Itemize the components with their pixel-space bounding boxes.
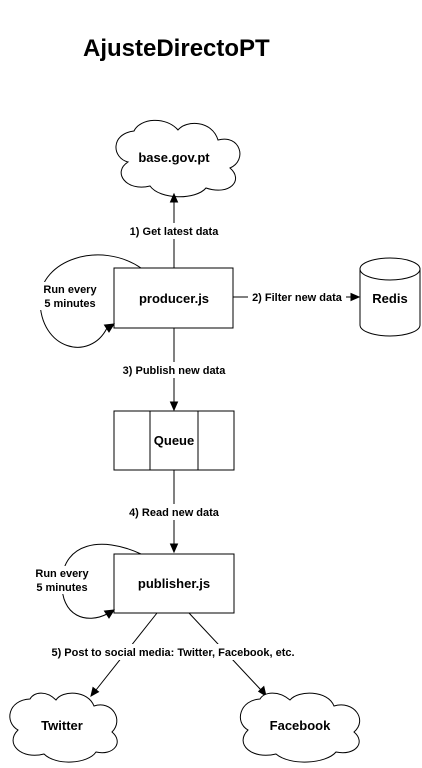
facebook-label: Facebook <box>270 718 331 733</box>
edge-label-bg <box>116 362 232 378</box>
edge-post-social: 5) Post to social media: Twitter, Facebo… <box>48 612 298 698</box>
cylinder-rim <box>359 268 421 281</box>
twitter-label: Twitter <box>41 718 83 733</box>
arrow-head <box>257 685 267 698</box>
edge-label-bg <box>122 504 226 520</box>
edge-filter-new: 2) Filter new data <box>233 289 361 305</box>
publisher-box <box>113 553 235 614</box>
cylinder-body <box>359 257 421 337</box>
arrow-head <box>350 292 361 302</box>
arrow-head <box>169 192 179 203</box>
arrow-head <box>103 609 115 619</box>
edge-label-bg <box>124 223 224 239</box>
producer-box <box>113 267 234 329</box>
cloud-shape <box>239 692 361 763</box>
cloud-shape <box>9 692 118 763</box>
producer-loop: Run every 5 minutes <box>26 254 142 348</box>
base-gov-cloud: base.gov.pt <box>115 119 241 198</box>
arrow-head <box>103 323 115 333</box>
loop-label-line-1: Run every <box>35 568 89 580</box>
redis-node: Redis <box>359 257 421 337</box>
queue-label: Queue <box>154 433 194 448</box>
loop-label-line-1: Run every <box>43 284 97 296</box>
base-gov-label: base.gov.pt <box>138 150 210 165</box>
publisher-loop: Run every 5 minutes <box>26 543 142 619</box>
edge-label-publish-new: 3) Publish new data <box>123 365 227 377</box>
redis-label: Redis <box>372 291 407 306</box>
loop-label-line-2: 5 minutes <box>44 298 95 310</box>
edge-label-post-social: 5) Post to social media: Twitter, Facebo… <box>51 647 294 659</box>
cloud-shape <box>115 119 241 198</box>
arrow-head <box>169 543 179 554</box>
edge-publish-new: 3) Publish new data <box>116 328 232 412</box>
edge-label-filter-new: 2) Filter new data <box>252 292 343 304</box>
edge-label-bg <box>248 289 346 305</box>
diagram-title: AjusteDirectoPT <box>83 35 270 62</box>
arrow-head <box>90 686 100 697</box>
edge-label-read-new: 4) Read new data <box>129 507 220 519</box>
queue-node: Queue <box>113 410 235 471</box>
facebook-cloud: Facebook <box>239 692 361 763</box>
edge-read-new: 4) Read new data <box>122 470 226 554</box>
edge-get-latest: 1) Get latest data <box>124 192 224 268</box>
loop-label-line-2: 5 minutes <box>36 582 87 594</box>
arrow-head <box>169 401 179 412</box>
publisher-label: publisher.js <box>138 576 210 591</box>
twitter-cloud: Twitter <box>9 692 118 763</box>
edge-label-bg <box>48 644 298 660</box>
queue-box <box>113 410 235 471</box>
producer-label: producer.js <box>139 291 209 306</box>
publisher-node: publisher.js <box>113 553 235 614</box>
loop-label-bg <box>26 282 100 310</box>
producer-node: producer.js <box>113 267 234 329</box>
edge-label-get-latest: 1) Get latest data <box>130 226 220 238</box>
loop-label-bg <box>26 566 98 594</box>
